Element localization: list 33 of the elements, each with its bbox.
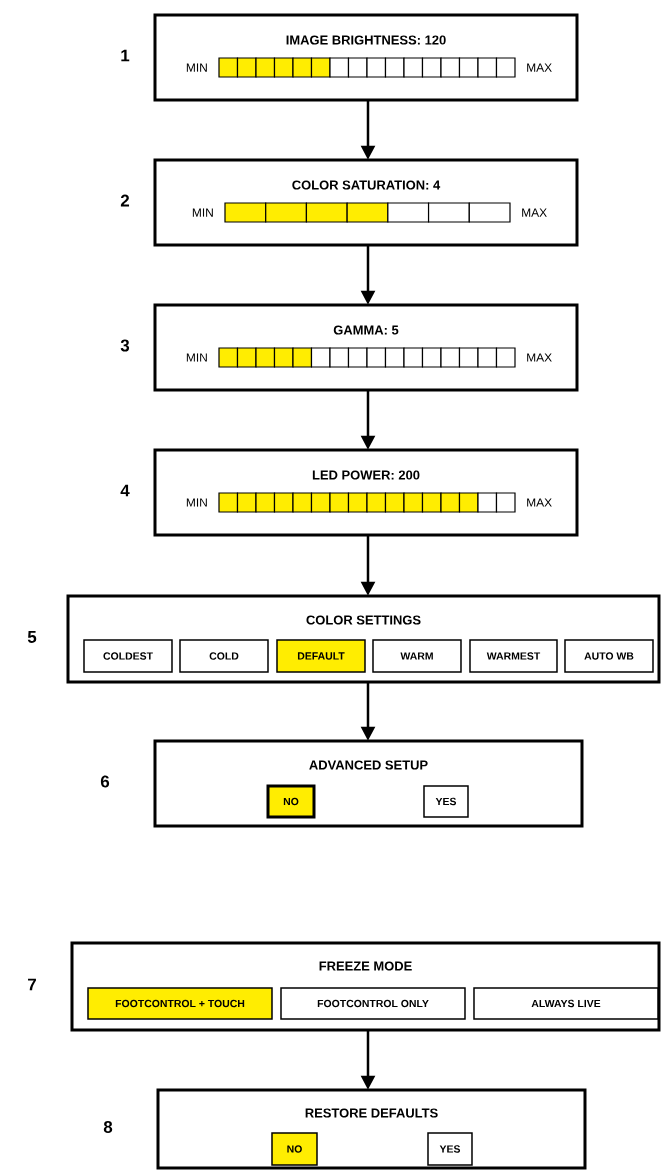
option-button: COLD bbox=[179, 639, 269, 673]
step-number: 3 bbox=[120, 339, 130, 352]
option-button: DEFAULT bbox=[276, 639, 366, 673]
option-button: WARMEST bbox=[469, 639, 558, 673]
option-button: NO bbox=[271, 1132, 318, 1166]
option-button: ALWAYS LIVE bbox=[473, 987, 659, 1020]
step-number: 1 bbox=[121, 49, 130, 62]
step-number: 4 bbox=[120, 484, 130, 497]
level-bar bbox=[218, 57, 516, 78]
scale-label: MIN bbox=[186, 498, 207, 507]
step-number: 2 bbox=[120, 194, 129, 207]
level-bar bbox=[218, 492, 516, 513]
option-button: NO bbox=[266, 784, 316, 819]
scale-label: MAX bbox=[527, 353, 552, 362]
option-button: FOOTCONTROL + TOUCH bbox=[87, 987, 273, 1020]
option-button: AUTO WB bbox=[564, 639, 654, 673]
level-bar bbox=[224, 202, 511, 223]
option-button: WARM bbox=[372, 639, 462, 673]
scale-label: MAX bbox=[527, 498, 552, 507]
scale-label: MIN bbox=[192, 208, 213, 217]
option-button: YES bbox=[427, 1132, 473, 1166]
scale-label: MAX bbox=[527, 63, 552, 72]
step-number: 8 bbox=[103, 1121, 113, 1133]
scale-label: MAX bbox=[522, 208, 547, 217]
step-number: 5 bbox=[27, 631, 37, 643]
scale-label: MIN bbox=[186, 353, 207, 362]
step-number: 6 bbox=[100, 775, 110, 788]
option-button: COLDEST bbox=[83, 639, 173, 673]
option-button: FOOTCONTROL ONLY bbox=[280, 987, 466, 1020]
level-bar bbox=[218, 347, 516, 368]
step-number: 7 bbox=[28, 978, 36, 991]
option-button: YES bbox=[423, 785, 469, 818]
scale-label: MIN bbox=[186, 63, 207, 72]
